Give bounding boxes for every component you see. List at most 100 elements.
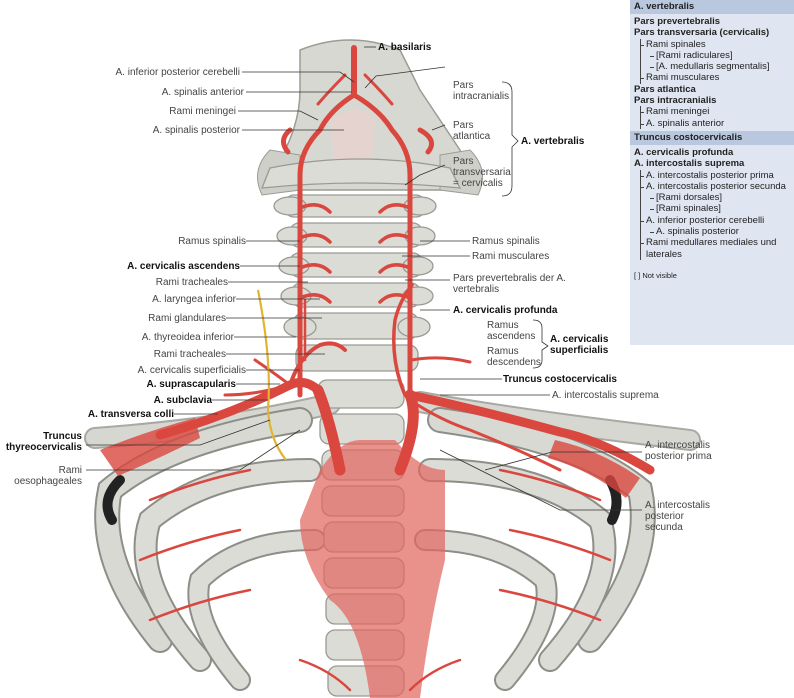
- label-inferior-posterior-cerebelli: A. inferior posterior cerebelli: [115, 67, 241, 78]
- legend-vertebralis-item-label: Pars prevertebralis: [634, 16, 721, 27]
- label-ramus-spinalis-left: Ramus spinalis: [178, 236, 246, 247]
- nerve-line: [256, 289, 287, 461]
- legend-truncus-item-label: [Rami dorsales]: [656, 192, 722, 204]
- tree-connector: [640, 175, 644, 177]
- tree-connector: [640, 192, 641, 204]
- label-laryngea-inferior: A. laryngea inferior: [152, 294, 236, 305]
- tree-connector: [640, 44, 644, 46]
- legend-vertebralis-item: Pars transversaria (cervicalis): [634, 27, 790, 38]
- legend-vertebralis-title: A. vertebralis: [630, 0, 794, 14]
- label-rami-meningei: Rami meningei: [169, 106, 236, 117]
- tree-connector: [640, 49, 641, 62]
- label-thyreoidea-inferior: A. thyreoidea inferior: [141, 332, 234, 343]
- legend-truncus-item-label: A. spinalis posterior: [656, 226, 739, 238]
- legend-vertebralis-item: Rami meningei: [634, 106, 790, 118]
- legend-truncus-item-label: A. inferior posterior cerebelli: [646, 214, 765, 226]
- legend-truncus-title: Truncus costocervicalis: [630, 130, 794, 145]
- label-rami-musculares: Rami musculares: [472, 251, 550, 262]
- tree-connector: [640, 220, 644, 222]
- legend-truncus-item: A. intercostalis posterior prima: [634, 169, 790, 181]
- label-pars-transversaria: Pars transversaria = cervicalis: [453, 156, 511, 189]
- tree-connector: [640, 226, 641, 238]
- tree-connector: [640, 106, 641, 118]
- label-subclavia: A. subclavia: [153, 395, 212, 406]
- legend-truncus-item: A. spinalis posterior: [634, 226, 790, 238]
- legend-vertebralis-item-label: Pars atlantica: [634, 83, 696, 95]
- legend-truncus-item-label: A. intercostalis suprema: [634, 158, 745, 170]
- legend-truncus-item-label: [Rami spinales]: [656, 203, 721, 215]
- label-rami-oesophageales: Rami oesophageales: [14, 465, 82, 487]
- legend-truncus-item-label: A. intercostalis posterior secunda: [646, 180, 786, 192]
- label-cervicalis-superficialis-left: A. cervicalis superficialis: [137, 365, 246, 376]
- tree-connector: [640, 186, 644, 188]
- label-transversa-colli: A. transversa colli: [87, 409, 174, 420]
- label-spinalis-posterior: A. spinalis posterior: [152, 125, 240, 136]
- subclavian-band-right: [548, 440, 640, 498]
- label-ramus-descendens: Ramus descendens: [487, 346, 541, 368]
- legend-truncus-item: A. inferior posterior cerebelli: [634, 214, 790, 227]
- legend-vertebralis-item-label: Rami spinales: [646, 38, 706, 50]
- legend-truncus-item: [Rami spinales]: [634, 203, 790, 215]
- label-a-basilaris: A. basilaris: [378, 42, 432, 53]
- tree-connector: [640, 214, 641, 227]
- tree-connector: [640, 180, 641, 193]
- label-truncus-thyreocervicalis: Truncus thyreocervicalis: [5, 431, 82, 453]
- legend-truncus-item: [Rami dorsales]: [634, 192, 790, 204]
- tree-connector: [640, 237, 641, 260]
- tree-connector: [640, 203, 641, 215]
- label-intercostalis-suprema: A. intercostalis suprema: [552, 390, 659, 401]
- label-suprascapularis: A. suprascapularis: [146, 379, 236, 390]
- subclavian-band-left: [100, 418, 200, 476]
- tree-connector: [650, 55, 654, 57]
- legend-vertebralis-item-label: Rami meningei: [646, 106, 710, 118]
- legend-truncus-item: Rami medullares mediales und laterales: [634, 237, 790, 260]
- legend-vertebralis-item-label: Pars transversaria (cervicalis): [634, 27, 770, 39]
- legend-vertebralis-item-label: [A. medullaris segmentalis]: [656, 61, 770, 73]
- label-a-vertebralis: A. vertebralis: [521, 136, 585, 147]
- legend-vertebralis-item: Rami musculares: [634, 72, 790, 84]
- legend-vertebralis-item-label: Pars intracranialis: [634, 95, 717, 107]
- label-intercostalis-secunda: A. intercostalis posterior secunda: [645, 500, 711, 533]
- tree-connector: [640, 72, 641, 84]
- tree-connector: [640, 243, 644, 245]
- tree-connector: [640, 112, 644, 114]
- tree-connector: [640, 38, 641, 50]
- legend-truncus-item-label: A. cervicalis profunda: [634, 146, 734, 158]
- tree-connector: [640, 169, 641, 181]
- tree-connector: [650, 209, 654, 211]
- tree-connector: [640, 123, 644, 125]
- label-rami-glandulares: Rami glandulares: [148, 313, 226, 324]
- legend-vertebralis-item: Pars atlantica: [634, 84, 790, 95]
- tree-connector: [640, 117, 641, 129]
- label-cervicalis-profunda: A. cervicalis profunda: [453, 305, 558, 316]
- legend-vertebralis-item: [A. medullaris segmentalis]: [634, 61, 790, 73]
- label-ramus-ascendens: Ramus ascendens: [487, 320, 536, 342]
- legend-vertebralis-item: [Rami radiculares]: [634, 49, 790, 62]
- label-intercostalis-prima: A. intercostalis posterior prima: [645, 440, 712, 462]
- tree-connector: [650, 232, 654, 234]
- label-ramus-spinalis-right: Ramus spinalis: [472, 236, 540, 247]
- legend-truncus-item-label: Rami medullares mediales und laterales: [646, 237, 777, 260]
- label-rami-tracheales-1: Rami tracheales: [155, 277, 228, 288]
- legend-vertebralis-item: A. spinalis anterior: [634, 117, 790, 129]
- label-pars-prevertebralis: Pars prevertebralis der A. vertebralis: [453, 273, 566, 295]
- legend-vertebralis-item: Pars intracranialis: [634, 95, 790, 106]
- label-truncus-costocervicalis: Truncus costocervicalis: [503, 374, 617, 385]
- legend-truncus-item: A. intercostalis posterior secunda: [634, 180, 790, 193]
- legend-vertebralis-item-label: A. spinalis anterior: [646, 117, 725, 129]
- label-spinalis-anterior: A. spinalis anterior: [161, 87, 244, 98]
- legend-truncus-item: A. cervicalis profunda: [634, 147, 790, 158]
- legend-truncus-item-label: A. intercostalis posterior prima: [646, 169, 774, 181]
- aortic-arch: [300, 440, 445, 698]
- legend-vertebralis-item-label: Rami musculares: [646, 72, 720, 84]
- legend-truncus-item: A. intercostalis suprema: [634, 158, 790, 169]
- label-pars-atlantica: Pars atlantica: [453, 120, 491, 142]
- legend-vertebralis-item: Rami spinales: [634, 38, 790, 50]
- tree-connector: [640, 61, 641, 73]
- legend-vertebralis-item-label: [Rami radiculares]: [656, 49, 733, 61]
- tree-connector: [640, 78, 644, 80]
